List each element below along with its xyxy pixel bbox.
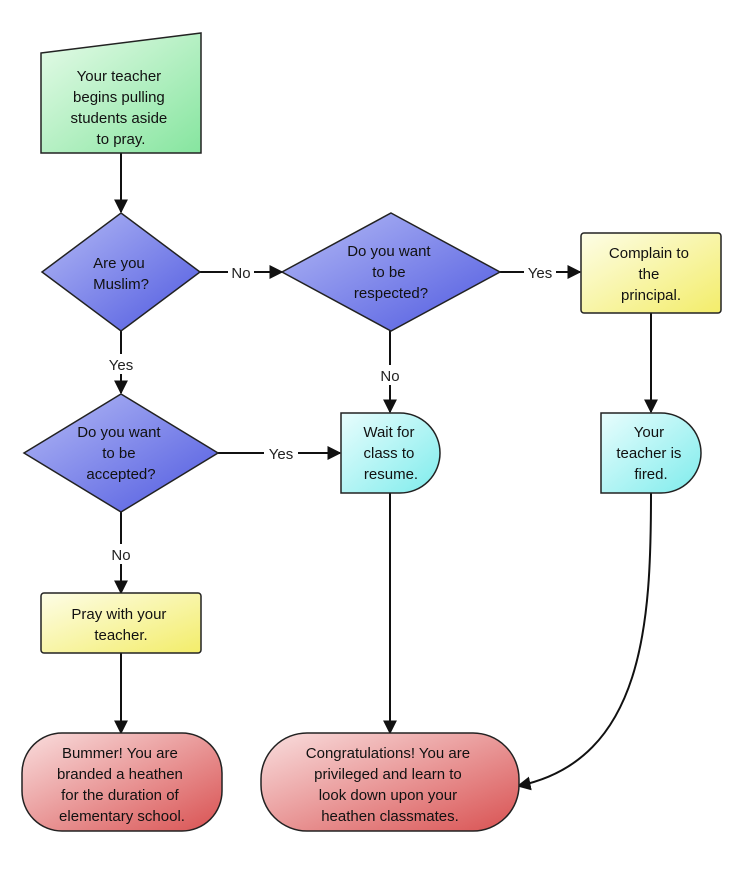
label-accepted-no: No [111, 547, 130, 564]
node-congrats: Congratulations! You are privileged and … [260, 732, 520, 832]
node-congrats-text: Congratulations! You are privileged and … [306, 745, 474, 825]
node-muslim-text: Are you Muslim? [93, 255, 149, 293]
node-complain-text: Complain to the principal. [609, 245, 693, 304]
node-fired-text: Your teacher is fired. [616, 424, 685, 483]
node-start-text: Your teacher begins pulling students asi… [71, 68, 172, 148]
node-start: Your teacher begins pulling students asi… [40, 32, 202, 154]
node-wait-text: Wait for class to resume. [363, 424, 418, 483]
node-bummer: Bummer! You are branded a heathen for th… [21, 732, 223, 832]
edge-fired-to-congrats [516, 492, 652, 791]
label-respected-no: No [380, 368, 399, 385]
node-pray: Pray with your teacher. [40, 592, 202, 654]
label-muslim-no: No [231, 265, 250, 282]
node-accepted-decision: Do you want to be accepted? [22, 393, 220, 513]
node-complain: Complain to the principal. [580, 232, 722, 314]
node-bummer-text: Bummer! You are branded a heathen for th… [57, 745, 187, 825]
label-accepted-yes: Yes [269, 446, 293, 463]
node-fired: Your teacher is fired. [600, 412, 702, 494]
node-respected-decision: Do you want to be respected? [280, 212, 502, 332]
node-muslim-decision: Are you Muslim? [40, 212, 202, 332]
node-respected-text: Do you want to be respected? [347, 243, 435, 302]
node-accepted-text: Do you want to be accepted? [77, 424, 165, 483]
node-pray-text: Pray with your teacher. [71, 606, 170, 644]
edge-labels: No Yes Yes No Yes No [104, 262, 556, 564]
label-respected-yes: Yes [528, 265, 552, 282]
node-wait: Wait for class to resume. [340, 412, 441, 494]
label-muslim-yes: Yes [109, 357, 133, 374]
